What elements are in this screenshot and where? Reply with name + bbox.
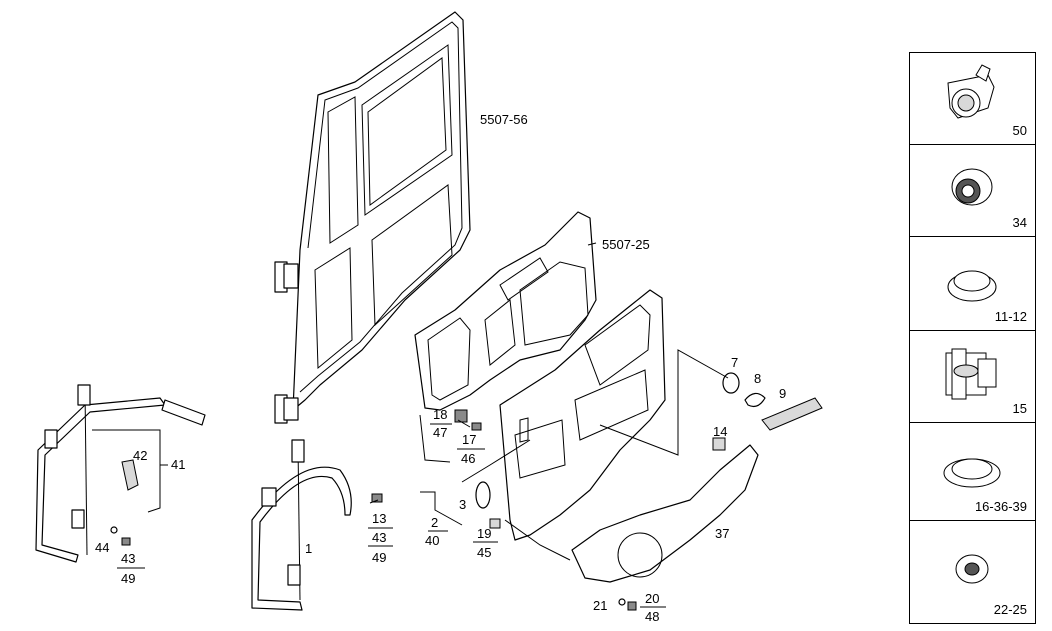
callout-49-bottom: 49 [121, 571, 135, 586]
door-frame-part [274, 11, 471, 424]
part-13-screw [371, 493, 383, 503]
part-18-clip [454, 409, 468, 423]
part-9-handle [761, 397, 823, 431]
part-8-clip [744, 392, 766, 408]
label-5507-56: 5507-56 [480, 112, 528, 127]
part-42-latch [121, 459, 139, 491]
ref-cell-34: 34 [910, 145, 1035, 237]
ref-cell-16-36-39: 16-36-39 [910, 423, 1035, 521]
part-17-screw [471, 422, 482, 431]
callout-47: 47 [433, 425, 447, 440]
fraction-bars [117, 423, 666, 608]
grommet-ring-icon [951, 168, 993, 206]
label-5507-25: 5507-25 [602, 237, 650, 252]
callout-40: 40 [425, 533, 439, 548]
ref-code-15: 15 [1012, 401, 1027, 416]
callout-14: 14 [713, 424, 727, 439]
callout-7: 7 [731, 355, 738, 370]
callout-2: 2 [431, 515, 438, 530]
ref-cell-50: 50 [910, 53, 1035, 145]
part-3-grommet [475, 481, 491, 509]
part-44-nut [110, 526, 118, 534]
callout-13: 13 [372, 511, 386, 526]
callout-49-top: 49 [372, 550, 386, 565]
small-parts [110, 372, 823, 611]
flat-plug-icon [943, 458, 1001, 488]
callout-44: 44 [95, 540, 109, 555]
callout-9: 9 [779, 386, 786, 401]
ref-cell-15: 15 [910, 331, 1035, 423]
callout-8: 8 [754, 371, 761, 386]
callout-21: 21 [593, 598, 607, 613]
callout-19: 19 [477, 526, 491, 541]
ref-code-11-12: 11-12 [994, 309, 1027, 324]
dome-plug-icon [947, 270, 997, 302]
callout-17: 17 [462, 432, 476, 447]
callout-18: 18 [433, 407, 447, 422]
ref-code-50: 50 [1012, 123, 1027, 138]
part-20-screw [627, 601, 637, 611]
part-21-nut [618, 598, 626, 606]
clip-holder-icon [945, 348, 997, 400]
callout-20: 20 [645, 591, 659, 606]
callout-45: 45 [477, 545, 491, 560]
ref-cell-22-25: 22-25 [910, 521, 1035, 623]
callout-1: 1 [305, 541, 312, 556]
inner-panel-part [414, 211, 597, 463]
callout-48: 48 [645, 609, 659, 624]
callout-46: 46 [461, 451, 475, 466]
callout-43-bottom: 43 [121, 551, 135, 566]
window-regulator-41 [35, 384, 206, 563]
callout-37: 37 [715, 526, 729, 541]
ref-code-22-25: 22-25 [993, 602, 1027, 617]
ref-cell-11-12: 11-12 [910, 237, 1035, 331]
part-19-clip [489, 518, 501, 529]
ref-code-16-36-39: 16-36-39 [974, 499, 1027, 514]
callout-41: 41 [171, 457, 185, 472]
window-regulator-1 [251, 439, 352, 611]
callout-3: 3 [459, 497, 466, 512]
callout-43-top: 43 [372, 530, 386, 545]
part-43-screw [121, 537, 131, 546]
leader-lines [92, 242, 729, 561]
trim-panel-part [499, 289, 666, 541]
part-14-plug [712, 437, 726, 451]
ref-code-34: 34 [1012, 215, 1027, 230]
push-rivet-icon [947, 64, 995, 119]
callout-42: 42 [133, 448, 147, 463]
washer-icon [955, 554, 989, 584]
reference-parts-panel: 50 34 11-12 15 16-36-39 [909, 52, 1036, 624]
door-pocket-part [571, 444, 759, 583]
